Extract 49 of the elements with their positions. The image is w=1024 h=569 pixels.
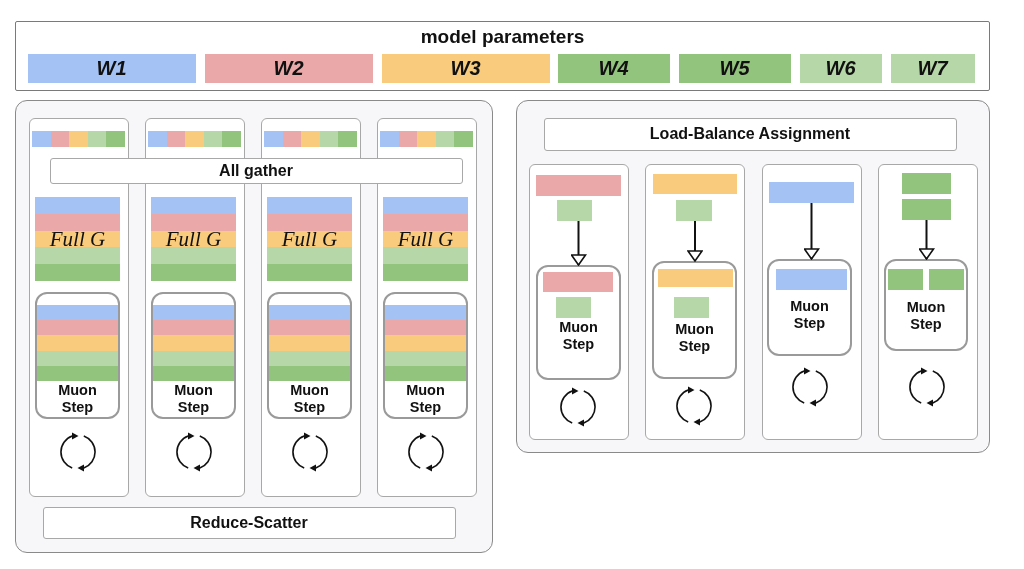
step-card [884,259,968,351]
parameter-block: W3 [381,53,550,83]
process-box: All gather [49,157,463,184]
step-label: Muon Step [558,319,599,353]
step-card [267,292,352,419]
step-label: Muon Step [57,382,98,416]
parameter-block: W6 [799,53,882,83]
group-panel [516,100,990,453]
arrow [803,202,820,260]
arrow [918,219,935,260]
parameter-block: W4 [557,53,670,83]
parameter-block: W2 [204,53,373,83]
step-card [35,292,120,419]
process-box: Reduce-Scatter [42,506,456,539]
step-label: Muon Step [789,298,830,332]
column-panel [528,163,629,440]
column-panel [376,117,477,497]
process-box: Load-Balance Assignment [543,117,957,151]
parameter-bars [653,174,737,221]
stripe-stack: Full G [35,197,120,281]
column-panel [761,163,862,440]
column-panel [644,163,745,440]
column-panel [877,163,978,440]
step-card [536,265,621,380]
parameter-bars [902,173,951,220]
step-label: Muon Step [905,299,947,333]
arrow [687,220,703,262]
stripe-stack: Full G [267,197,352,281]
parameters-panel [15,21,990,91]
step-label: Muon Step [173,382,214,416]
step-card [383,292,468,419]
arrow [570,220,587,266]
stripe-stack: Full G [383,197,468,281]
parameter-block: W7 [890,53,975,83]
step-card [652,261,737,379]
parameter-block: W5 [678,53,791,83]
step-label: Muon Step [405,382,446,416]
stripe-stack: Full G [151,197,236,281]
step-card [767,259,852,356]
group-panel [15,100,493,553]
parameter-bars [769,182,854,203]
step-label: Muon Step [289,382,330,416]
panel-title: model parameters [420,26,585,48]
parameter-block: W1 [27,53,196,83]
column-panel [28,117,129,497]
step-card [151,292,236,419]
parameter-bars [536,175,621,221]
column-panel [144,117,245,497]
step-label: Muon Step [674,321,715,355]
